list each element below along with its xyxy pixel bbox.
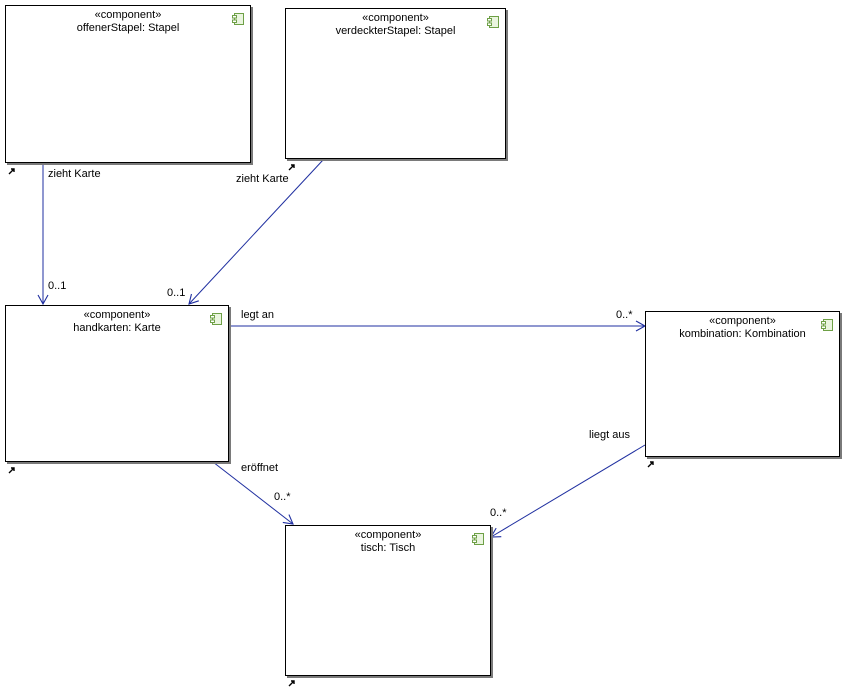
connector-verdeckter-handkarten[interactable] (188, 159, 324, 305)
component-handkarten[interactable]: «component» handkarten: Karte (5, 305, 229, 462)
component-name: offenerStapel: Stapel (76, 22, 180, 34)
multiplicity-label: 0..* (616, 309, 633, 321)
association-label: liegt aus (589, 429, 630, 441)
multiplicity-label: 0..* (274, 491, 291, 503)
connector-kombination-tisch[interactable] (490, 444, 646, 538)
component-kombination[interactable]: «component» kombination: Kombination (645, 311, 840, 457)
multiplicity-label: 0..1 (167, 287, 186, 299)
corner-arrow-icon (8, 168, 15, 175)
component-name: kombination: Kombination (679, 328, 806, 340)
component-offener-stapel[interactable]: «component» offenerStapel: Stapel (5, 5, 251, 163)
stereotype-label: «component» (362, 12, 429, 24)
corner-arrow-icon (288, 164, 295, 171)
stereotype-label: «component» (709, 315, 776, 327)
component-verdeckter-stapel[interactable]: «component» verdeckterStapel: Stapel (285, 8, 506, 159)
association-label: legt an (241, 309, 275, 321)
component-name: tisch: Tisch (360, 542, 416, 554)
component-icon (210, 313, 222, 325)
association-label: zieht Karte (48, 168, 101, 180)
corner-arrow-icon (647, 461, 654, 468)
multiplicity-label: 0..* (490, 507, 507, 519)
stereotype-label: «component» (94, 9, 162, 21)
corner-arrow-icon (8, 467, 15, 474)
component-icon (232, 13, 244, 25)
component-icon (487, 16, 499, 28)
stereotype-label: «component» (354, 529, 422, 541)
multiplicity-label: 0..1 (48, 280, 67, 292)
association-label: eröffnet (241, 462, 279, 474)
component-icon (821, 319, 833, 331)
component-icon (472, 533, 484, 545)
component-tisch[interactable]: «component» tisch: Tisch (285, 525, 491, 676)
component-name: handkarten: Karte (73, 322, 161, 334)
component-name: verdeckterStapel: Stapel (335, 25, 456, 37)
connector-handkarten-tisch[interactable] (212, 461, 294, 525)
stereotype-label: «component» (83, 309, 151, 321)
association-label: zieht Karte (236, 173, 289, 185)
corner-arrow-icon (288, 680, 295, 687)
